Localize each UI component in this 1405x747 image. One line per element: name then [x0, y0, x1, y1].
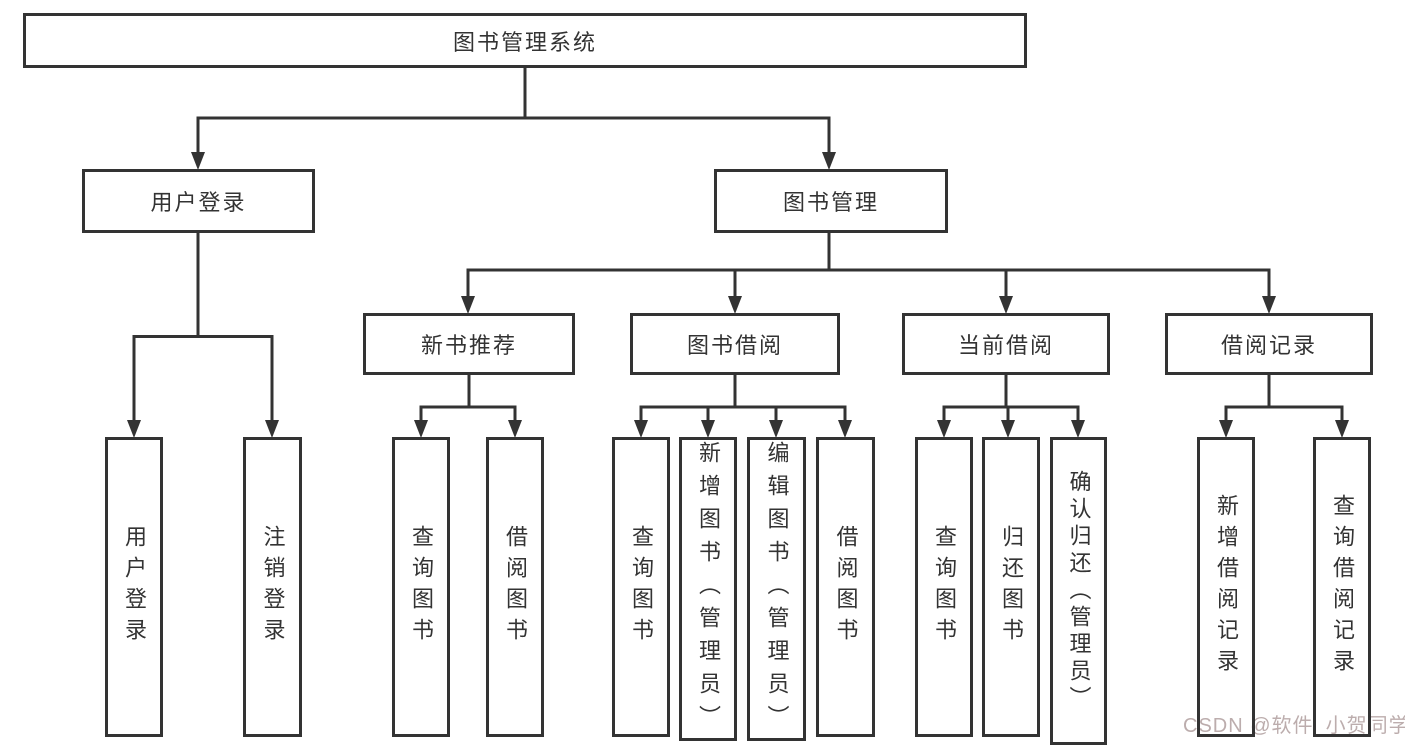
csdn-watermark: CSDN @软件_小贺同学 [1183, 715, 1405, 737]
leaf-borrow-book-2-label: 借阅图书 [833, 525, 859, 649]
node-book-borrow: 图书借阅 [630, 313, 840, 375]
leaf-return-book-label: 归还图书 [999, 525, 1024, 649]
leaf-borrow-book-2: 借阅图书 [816, 437, 875, 737]
leaf-add-borrow-record-label: 新增借阅记录 [1214, 494, 1239, 680]
node-new-book-recommend-label: 新书推荐 [420, 333, 517, 358]
leaf-logout: 注销登录 [243, 437, 302, 737]
leaf-confirm-return-admin: 确认归还（管理员） [1050, 437, 1107, 745]
node-book-borrow-label: 图书借阅 [686, 333, 783, 358]
node-current-borrow-label: 当前借阅 [957, 333, 1054, 358]
leaf-user-login-label: 用户登录 [122, 525, 147, 649]
leaf-query-book-3: 查询图书 [915, 437, 973, 737]
leaf-query-borrow-record: 查询借阅记录 [1313, 437, 1371, 737]
leaf-query-book-3-label: 查询图书 [932, 525, 957, 649]
leaf-confirm-return-admin-label: 确认归还（管理员） [1066, 469, 1092, 713]
leaf-query-borrow-record-label: 查询借阅记录 [1330, 494, 1355, 680]
leaf-query-book-1-label: 查询图书 [409, 525, 434, 649]
node-root-label: 图书管理系统 [452, 29, 597, 55]
leaf-logout-label: 注销登录 [260, 525, 286, 649]
leaf-borrow-book-1: 借阅图书 [486, 437, 544, 737]
node-user-login: 用户登录 [82, 169, 315, 233]
leaf-edit-book-admin-label: 编辑图书（管理员） [764, 440, 790, 738]
node-current-borrow: 当前借阅 [902, 313, 1110, 375]
node-borrow-record: 借阅记录 [1165, 313, 1373, 375]
node-user-login-label: 用户登录 [150, 190, 247, 215]
leaf-borrow-book-1-label: 借阅图书 [503, 525, 528, 649]
node-book-mgmt-label: 图书管理 [782, 190, 879, 215]
leaf-return-book: 归还图书 [982, 437, 1040, 737]
leaf-edit-book-admin: 编辑图书（管理员） [747, 437, 806, 741]
leaf-add-book-admin: 新增图书（管理员） [679, 437, 737, 741]
node-root: 图书管理系统 [23, 13, 1027, 68]
leaf-query-book-2-label: 查询图书 [629, 525, 654, 649]
leaf-user-login: 用户登录 [105, 437, 163, 737]
arrowhead-icons [127, 152, 1349, 438]
leaf-add-borrow-record: 新增借阅记录 [1197, 437, 1255, 737]
tree-wires [132, 66, 1344, 422]
node-book-mgmt: 图书管理 [714, 169, 948, 233]
node-new-book-recommend: 新书推荐 [363, 313, 575, 375]
leaf-add-book-admin-label: 新增图书（管理员） [696, 440, 721, 738]
node-borrow-record-label: 借阅记录 [1220, 333, 1317, 358]
leaf-query-book-1: 查询图书 [392, 437, 450, 737]
leaf-query-book-2: 查询图书 [612, 437, 670, 737]
